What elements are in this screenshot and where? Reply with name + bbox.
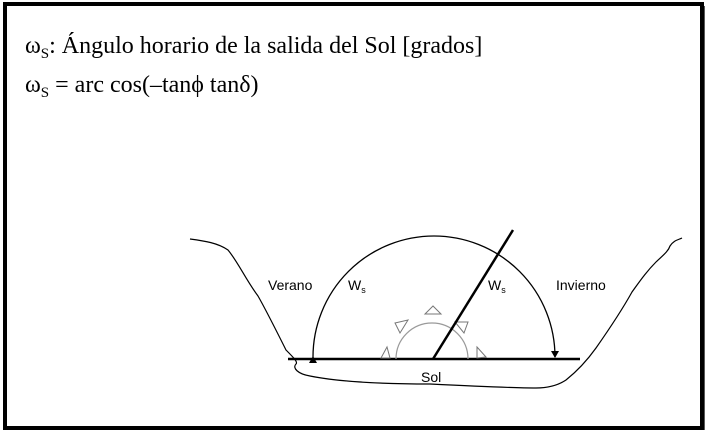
terrain-outline <box>189 237 683 389</box>
sun-ray <box>380 345 391 359</box>
omega-symbol: ω <box>25 33 41 59</box>
definition-text: : Ángulo horario de la salida del Sol [g… <box>49 33 483 59</box>
sun-ray <box>453 321 469 334</box>
equation-text: = arc cos(–tanϕ tanδ) <box>49 72 259 98</box>
sun-ray <box>476 345 488 359</box>
label-winter: Invierno <box>556 277 606 293</box>
label-ws-right: Ws <box>488 277 506 295</box>
omega-subscript: S <box>40 85 50 101</box>
hour-angle-arc <box>308 235 559 364</box>
label-sun: Sol <box>421 369 441 385</box>
solar-ray-line <box>431 229 515 360</box>
sun-ray <box>394 319 410 335</box>
sun-ray <box>423 305 443 315</box>
omega-subscript: S <box>40 46 50 62</box>
omega-symbol: ω <box>25 72 41 98</box>
formula-equation: ωS = arc cos(–tanϕ tanδ) <box>25 73 259 101</box>
formula-definition: ωS: Ángulo horario de la salida del Sol … <box>25 34 482 62</box>
sun-disc <box>395 322 469 360</box>
label-summer: Verano <box>268 277 313 293</box>
label-ws-left: Ws <box>348 277 366 295</box>
